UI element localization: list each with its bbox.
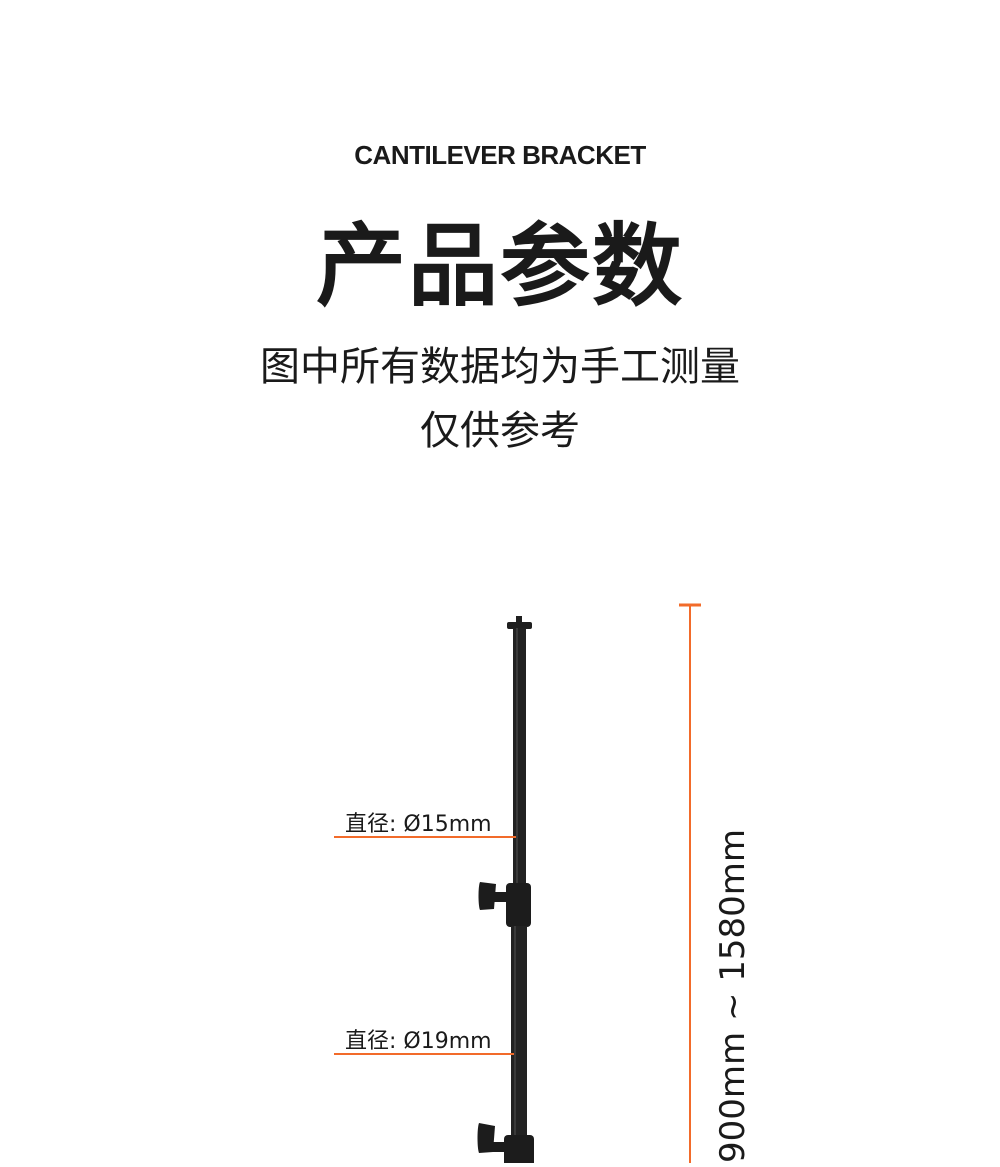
- upper-tube-highlight: [516, 628, 518, 888]
- diameter-lower-label: 直径: Ø19mm: [345, 1029, 492, 1054]
- eyebrow-text: CANTILEVER BRACKET: [354, 140, 646, 170]
- lower-knob-stem: [492, 1142, 506, 1152]
- subtitle-line-2: 仅供参考: [420, 408, 580, 454]
- upper-knob-stem: [493, 892, 508, 902]
- upper-knob: [478, 882, 496, 910]
- page-title: 产品参数: [316, 214, 684, 319]
- top-flange: [507, 622, 532, 629]
- upper-collar: [506, 883, 531, 927]
- diameter-upper-label: 直径: Ø15mm: [345, 812, 492, 837]
- middle-tube-highlight: [514, 926, 516, 1141]
- lower-collar: [504, 1135, 534, 1167]
- length-label: 900mm ~ 1580mm: [713, 828, 753, 1163]
- product-figure: 直径: Ø15mm 直径: Ø19mm: [0, 560, 1000, 1167]
- lower-knob: [477, 1123, 495, 1153]
- subtitle-line-1: 图中所有数据均为手工测量: [260, 344, 740, 390]
- bracket-drawing: [334, 603, 701, 1167]
- upper-tube: [513, 628, 526, 888]
- top-stud: [516, 616, 522, 624]
- middle-tube: [511, 926, 527, 1141]
